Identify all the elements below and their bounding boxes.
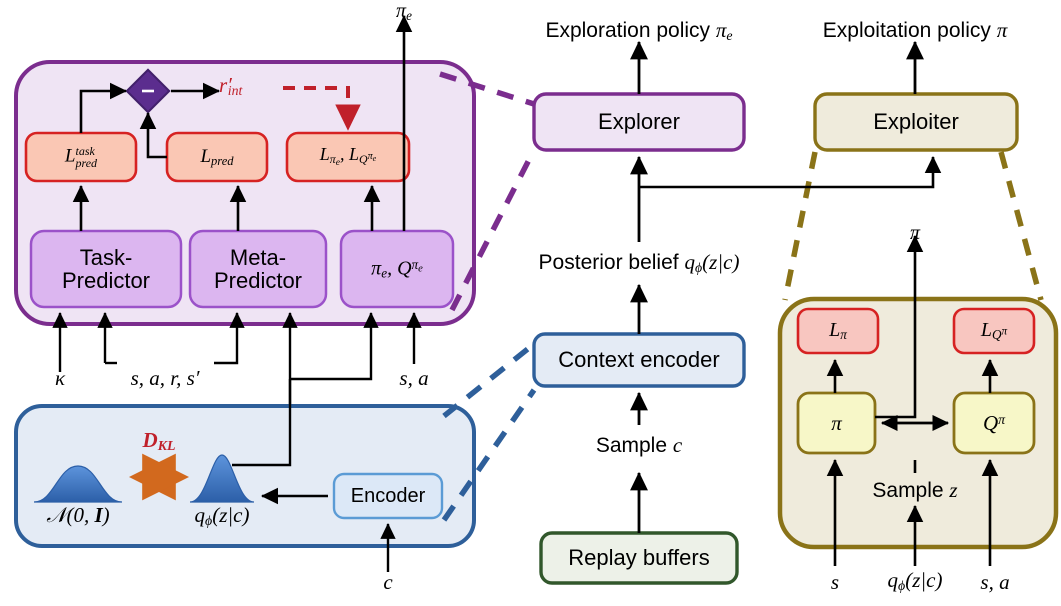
- loss-pi-label: Lπ: [829, 319, 847, 343]
- sample-z-caption: Sample z: [872, 478, 958, 502]
- dkl-label: DKL: [142, 428, 176, 454]
- kappa-input-label: κ: [54, 366, 66, 390]
- sars-input-label: s, a, r, s′: [130, 366, 200, 390]
- rint-label: r′int: [219, 73, 243, 99]
- dashed-connector-exploiter-right: [998, 151, 1044, 301]
- line-pi-out-up: [875, 234, 924, 419]
- context-encoder-box-label[interactable]: Context encoder: [558, 347, 720, 373]
- branch-posterior-to-exploiter: [639, 155, 942, 189]
- encoder-box: [332, 472, 444, 520]
- exploitation-policy-caption: Exploitation policy π: [822, 18, 1008, 42]
- arrow-losspred-to-diamond: [139, 111, 167, 159]
- explorer-policy-label: πe, Qπe: [371, 256, 423, 281]
- loss-qpi-box: [952, 307, 1036, 355]
- arrow-sars-right: [214, 312, 245, 365]
- meta-predictor-box: [188, 229, 328, 309]
- pi-box-label: π: [831, 410, 842, 435]
- dashed-connector-exploiter-left: [782, 151, 818, 301]
- dashed-connector-explorer-top: [439, 71, 535, 107]
- encoder-box-label: Encoder: [350, 484, 426, 507]
- explorer-box-label[interactable]: Explorer: [598, 109, 680, 135]
- posterior-gaussian-curve: [189, 454, 255, 503]
- replay-buffers-box-label[interactable]: Replay buffers: [568, 545, 710, 571]
- dashed-rint-to-losspolicy: [283, 86, 361, 131]
- sample-c-caption: Sample c: [595, 433, 683, 457]
- explorer-policy-box: [339, 229, 455, 309]
- posterior-label-left: qϕ(z|c): [194, 503, 250, 529]
- arrow-losstask-to-diamond: [79, 82, 128, 133]
- s-input-label-right: s: [830, 570, 840, 594]
- pi-output-label: π: [909, 222, 921, 244]
- sa-input-label-left: s, a: [399, 366, 429, 390]
- pi-box: [796, 391, 877, 455]
- qphi-input-label-right: qϕ(z|c): [887, 568, 943, 594]
- loss-qpi-label: LQπ: [980, 319, 1008, 343]
- task-predictor-label: Task- Predictor: [61, 244, 151, 293]
- c-input-label: c: [383, 570, 393, 594]
- posterior-belief-caption: Posterior belief qϕ(z|c): [538, 250, 740, 276]
- dashed-connector-encoder-top: [442, 341, 536, 419]
- dashed-connector-encoder-bottom: [441, 388, 537, 522]
- loss-pi-box: [796, 307, 880, 355]
- qpi-box: [952, 391, 1036, 455]
- exploration-policy-caption: Exploration policy πe: [545, 18, 733, 44]
- sa-input-label-right: s, a: [980, 570, 1010, 594]
- task-predictor-box: [29, 229, 183, 309]
- pi-e-output-label: πe: [396, 0, 412, 23]
- line-posterior-to-panel: [232, 379, 292, 467]
- meta-predictor-label: Meta- Predictor: [213, 244, 303, 293]
- arrow-z-to-policy: [290, 312, 379, 381]
- exploiter-box-label[interactable]: Exploiter: [873, 109, 959, 135]
- loss-policy-label: Lπe, LQπe: [319, 144, 377, 168]
- prior-gaussian-curve: [33, 465, 123, 503]
- loss-pred-label: Lpred: [200, 145, 234, 168]
- qpi-box-label: Qπ: [982, 410, 1006, 435]
- loss-policy-box: [285, 131, 411, 183]
- prior-label: 𝒩(0, I): [46, 503, 110, 527]
